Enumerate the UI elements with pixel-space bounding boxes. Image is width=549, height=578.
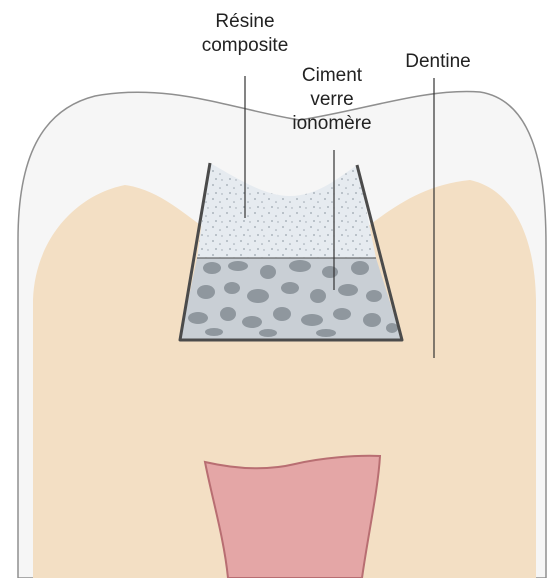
pulp-chamber: [205, 456, 380, 578]
label-dentine: Dentine: [388, 50, 488, 74]
label-dentine-text: Dentine: [388, 50, 488, 74]
label-resine-composite: Résine composite: [186, 10, 304, 58]
label-ciment-line1: Ciment: [276, 64, 388, 88]
label-ciment-line3: ionomère: [276, 112, 388, 136]
label-resine-line1: Résine: [186, 10, 304, 34]
label-ciment-verre-ionomere: Ciment verre ionomère: [276, 64, 388, 136]
label-ciment-line2: verre: [276, 88, 388, 112]
label-resine-line2: composite: [186, 34, 304, 58]
